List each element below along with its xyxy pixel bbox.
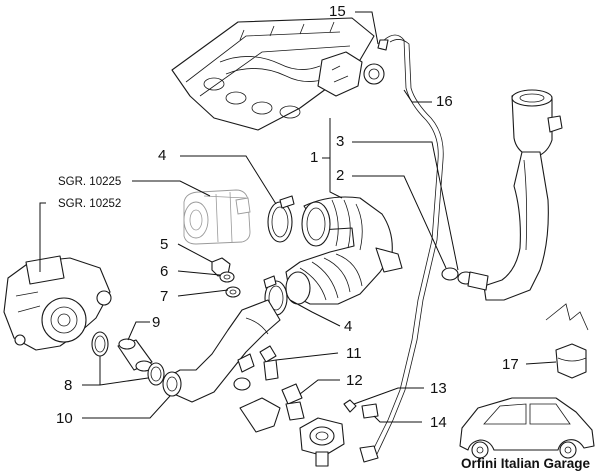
callout-5: 5: [160, 236, 168, 253]
callout-7: 7: [160, 288, 168, 305]
vacuum-pipe: [359, 34, 444, 463]
callout-2: 2: [336, 167, 344, 184]
callout-12: 12: [346, 372, 363, 389]
callout-9: 9: [152, 314, 160, 331]
intake-snorkel: [483, 89, 563, 301]
callout-11: 11: [346, 345, 362, 362]
watermark-text: Orfini Italian Garage: [461, 456, 591, 471]
callout-15: 15: [329, 3, 346, 20]
callout-3: 3: [336, 133, 344, 150]
ghosted-air-filter: [183, 189, 251, 245]
leader-lines: [39, 11, 557, 423]
clip-17: [545, 303, 589, 379]
bent-intake-pipe: [162, 299, 281, 403]
intake-hose: [285, 196, 403, 305]
callout-4-bottom: 4: [344, 318, 352, 335]
callout-10: 10: [56, 410, 73, 427]
callout-14: 14: [430, 414, 447, 431]
callout-17: 17: [502, 356, 519, 373]
intake-manifold: [171, 17, 385, 131]
callout-13: 13: [430, 380, 447, 397]
callout-1: 1: [310, 149, 318, 166]
car-silhouette: [459, 397, 595, 459]
hose-fittings: [441, 267, 489, 291]
nut-washer-stack: [211, 257, 241, 298]
ref-sgr-10252: SGR. 10252: [58, 198, 121, 210]
ref-sgr-10225: SGR. 10225: [58, 176, 121, 188]
callout-6: 6: [160, 263, 168, 280]
solenoid-assembly: [239, 397, 379, 467]
hose-clamp-upper: [267, 195, 295, 243]
callout-8: 8: [64, 377, 72, 394]
sensor-valve: [259, 345, 305, 421]
turbocharger: [3, 255, 112, 351]
sleeve-and-clamps: [91, 331, 165, 386]
callout-4-top: 4: [158, 147, 166, 164]
callout-16: 16: [436, 93, 453, 110]
